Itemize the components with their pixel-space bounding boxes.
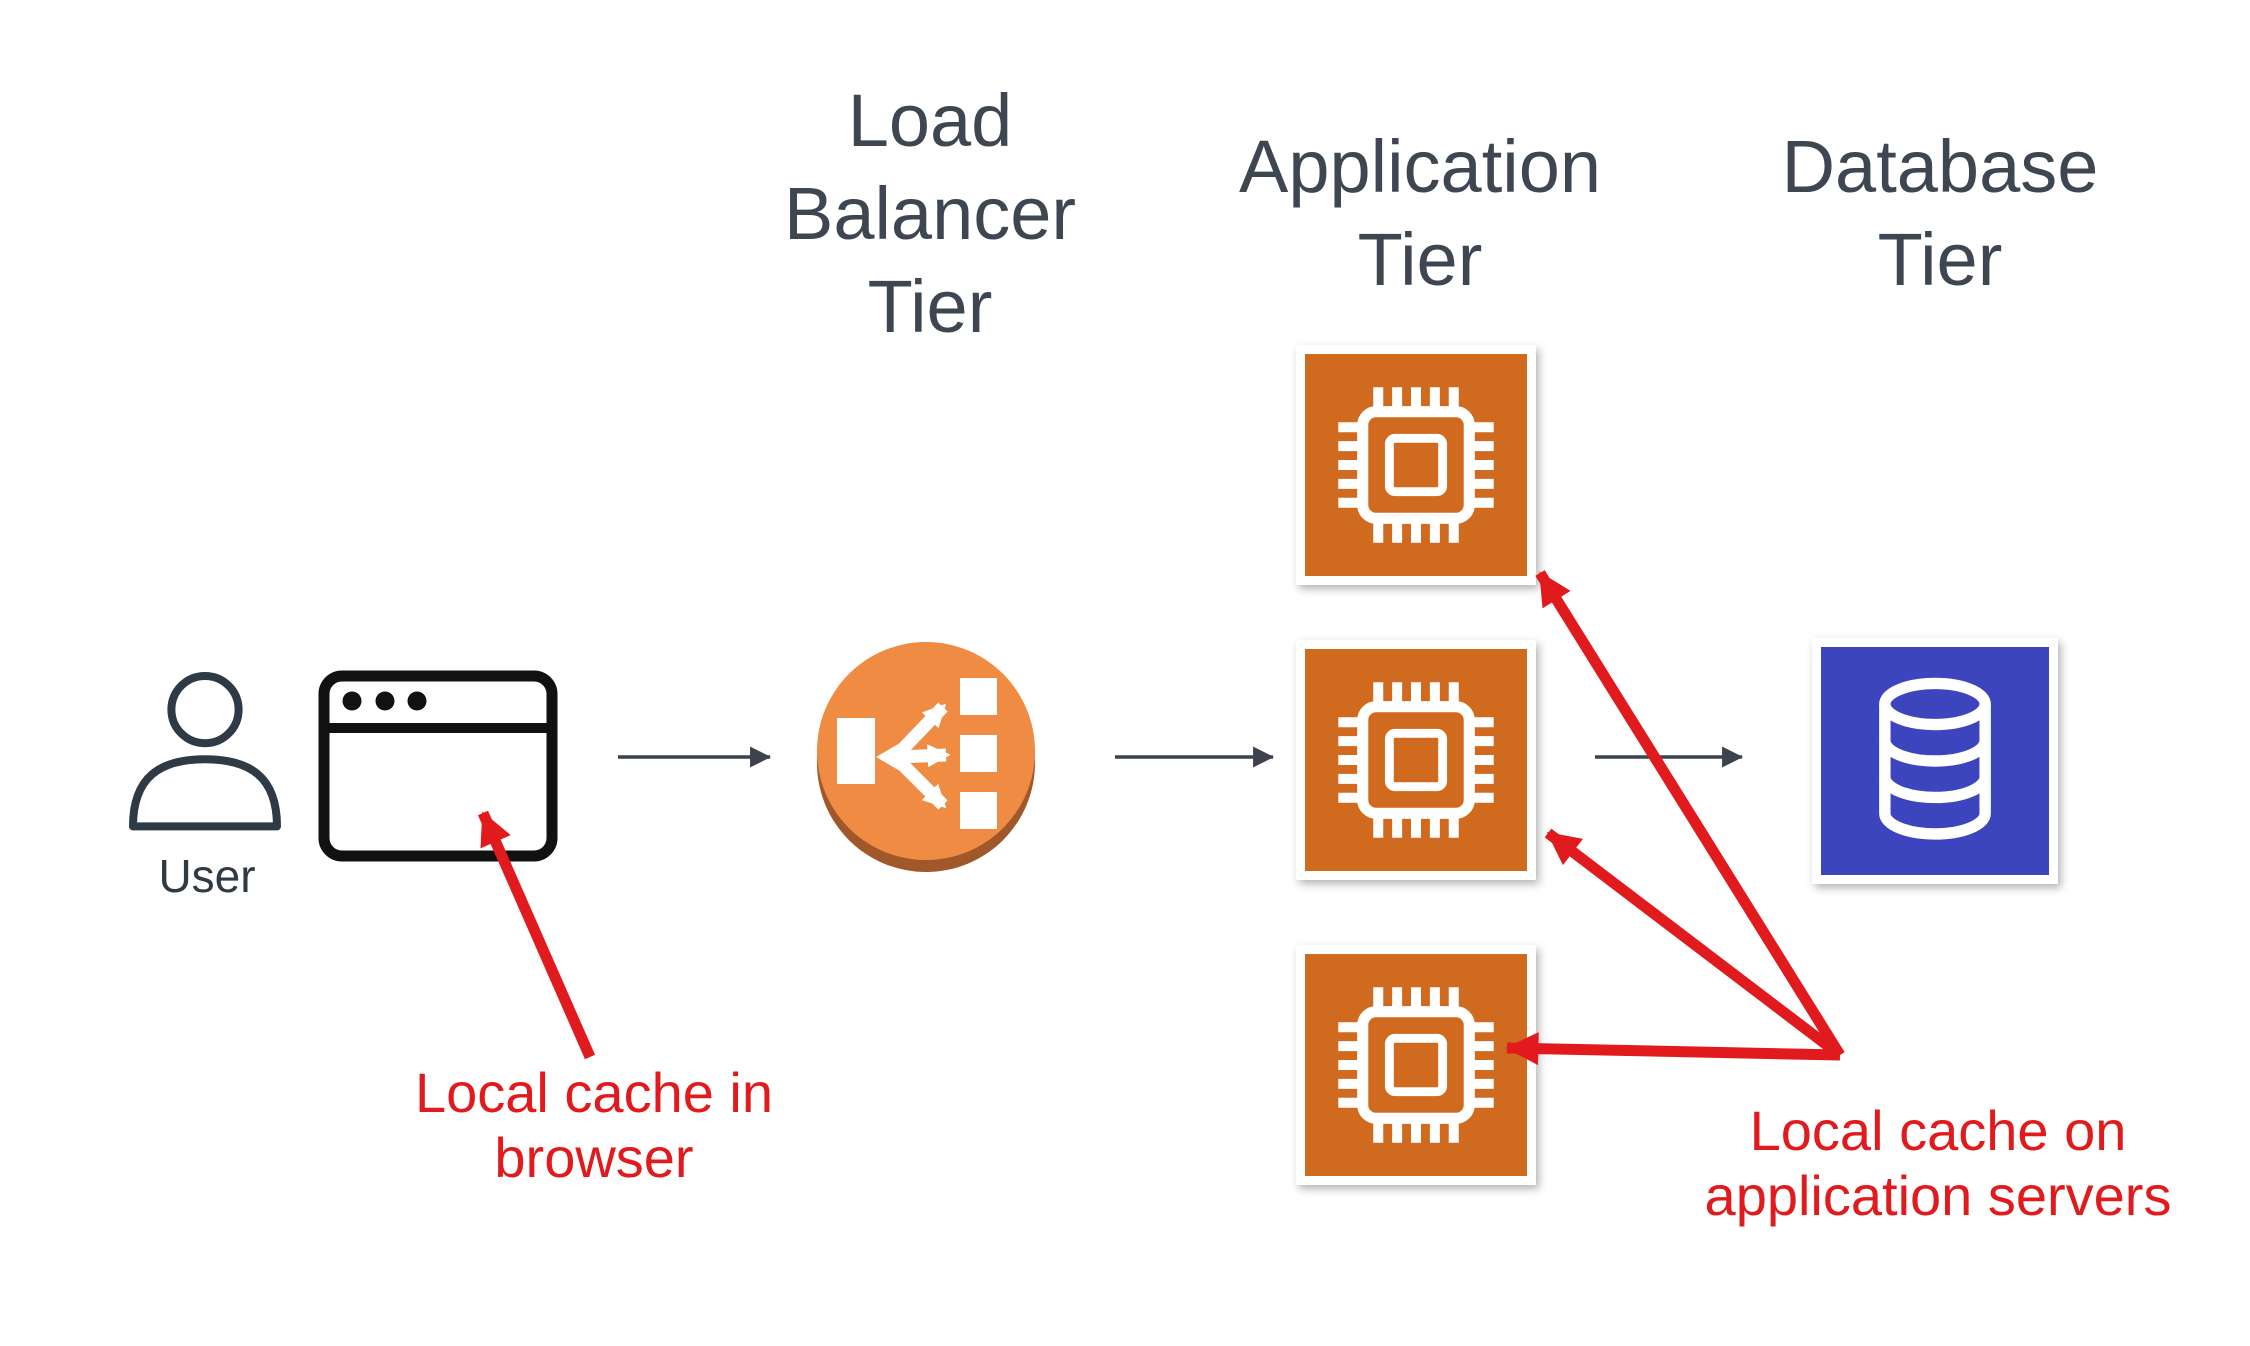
annotation-arrow-app-cache-3 [1505, 1032, 1841, 1066]
app-server-node-2 [1296, 640, 1536, 880]
browser-icon [318, 670, 558, 862]
database-node [1812, 638, 2058, 884]
lb-source-box [837, 718, 875, 784]
browser-dot [375, 691, 395, 711]
note-line: Local cache in [414, 1061, 773, 1124]
heading-line: Tier [1877, 218, 2003, 301]
user-icon [129, 672, 281, 831]
heading-line: Application [1238, 125, 1601, 208]
heading-application-tier: Application Tier [1120, 120, 1720, 306]
cpu-chip-icon [1305, 354, 1527, 576]
heading-load-balancer-tier: Load Balancer Tier [630, 74, 1230, 353]
annotation-arrow-app-cache-2 [1544, 828, 1844, 1060]
lb-target-box [960, 792, 997, 829]
heading-line: Tier [867, 265, 993, 348]
lb-target-box [960, 735, 997, 772]
database-cylinder-icon [1821, 647, 2049, 875]
user-body [129, 755, 281, 831]
note-browser-cache: Local cache in browser [274, 1060, 914, 1190]
annotation-arrows [477, 570, 1845, 1066]
cpu-chip-icon [1305, 954, 1527, 1176]
app-server-node-3 [1296, 945, 1536, 1185]
note-line: browser [494, 1126, 694, 1189]
user-head [167, 672, 243, 748]
heading-database-tier: Database Tier [1640, 120, 2240, 306]
user-label: User [158, 850, 256, 902]
heading-line: Balancer [783, 172, 1077, 255]
note-app-cache: Local cache on application servers [1618, 1098, 2250, 1228]
annotation-arrow-app-cache-1 [1535, 570, 1845, 1058]
heading-line: Load [847, 79, 1013, 162]
browser-dot [342, 691, 362, 711]
lb-fanout-arrows [893, 702, 951, 810]
load-balancer-icon [817, 642, 1035, 872]
lb-left-arrowhead [876, 743, 900, 771]
lb-target-box [960, 678, 997, 715]
app-server-node-1 [1296, 345, 1536, 585]
note-line: application servers [1704, 1164, 2172, 1227]
heading-line: Database [1781, 125, 2099, 208]
cpu-chip-icon [1305, 649, 1527, 871]
note-line: Local cache on [1749, 1099, 2127, 1162]
heading-line: Tier [1357, 218, 1483, 301]
browser-dot [407, 691, 427, 711]
